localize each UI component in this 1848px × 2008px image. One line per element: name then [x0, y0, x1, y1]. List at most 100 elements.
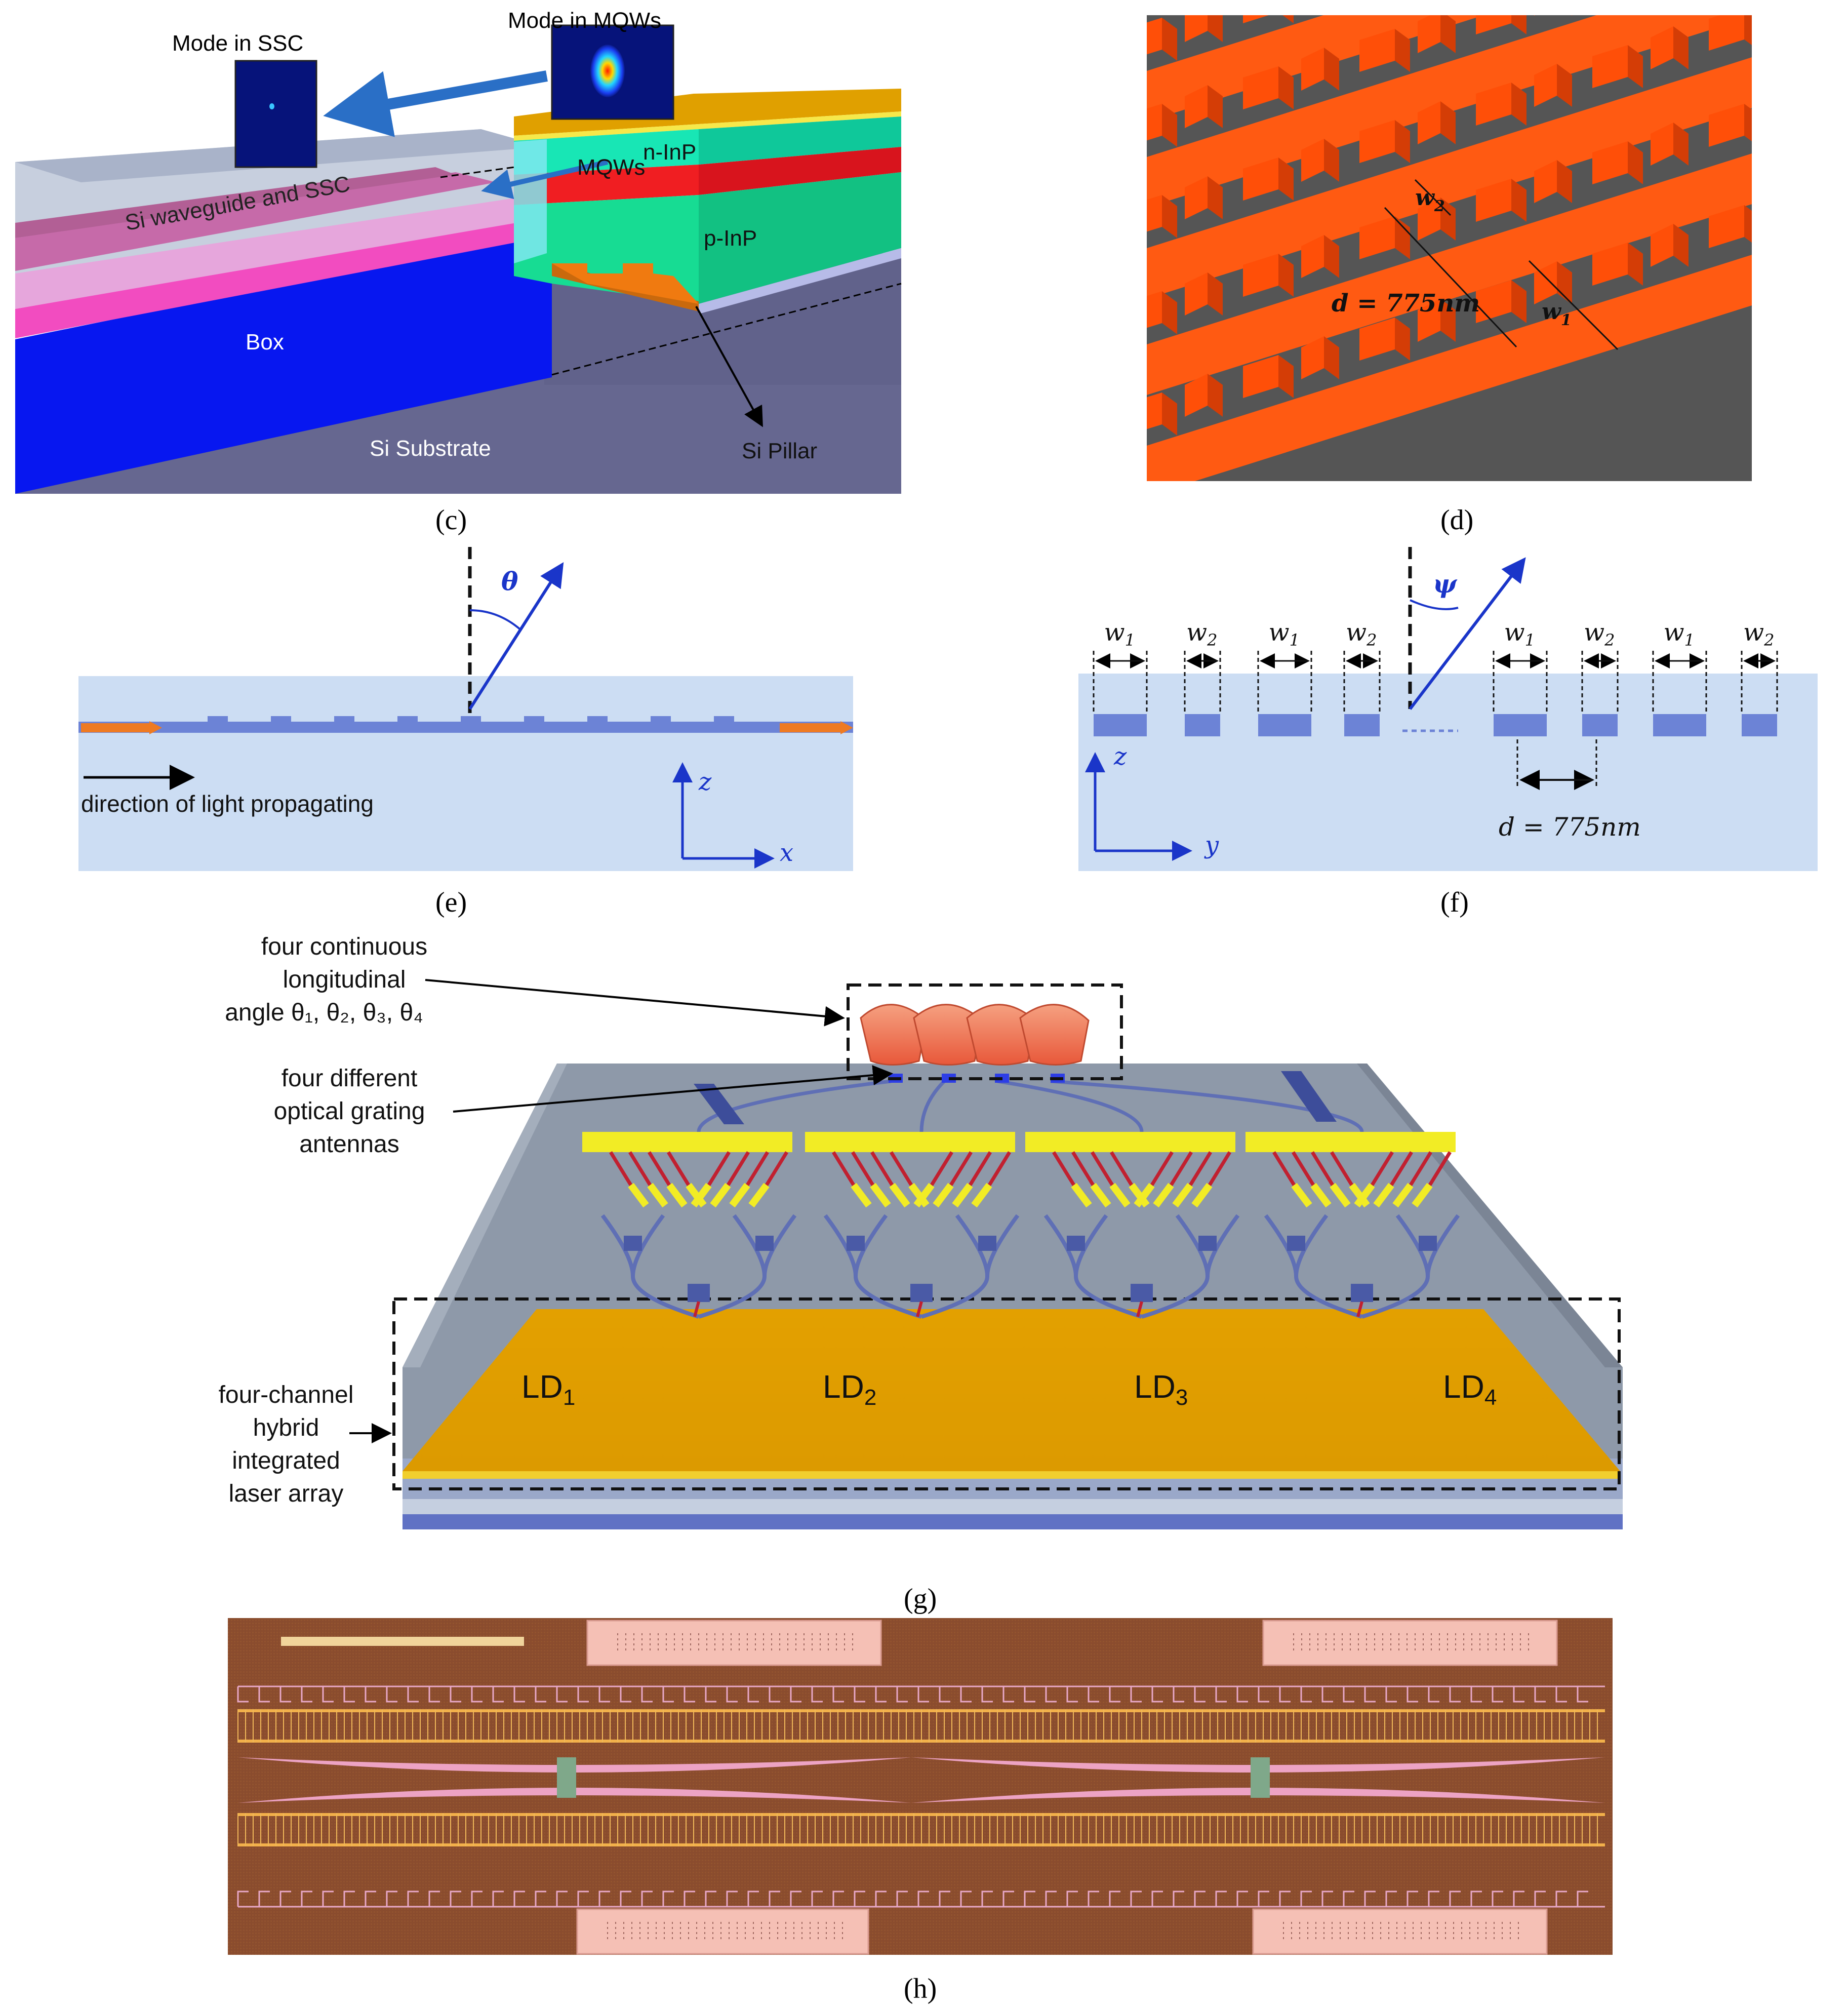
routing-tree — [598, 1686, 610, 1703]
splitter-node — [847, 1236, 865, 1251]
routing-tree — [684, 1686, 695, 1703]
routing-tree — [1258, 1686, 1269, 1703]
ld1-label: LD1 — [521, 1368, 575, 1410]
phase-shifter-yellow — [1153, 1183, 1174, 1208]
grating-tooth — [1243, 158, 1278, 201]
routing-tree — [556, 1891, 568, 1907]
phase-shifter-yellow — [1109, 1183, 1131, 1208]
phase-shifter-red — [628, 1151, 652, 1186]
routing-tree — [1045, 1891, 1057, 1907]
routing-tree — [407, 1686, 419, 1703]
psi-label: ψ — [1433, 569, 1458, 599]
routing-tree — [1385, 1891, 1397, 1907]
phase-shifter-yellow — [729, 1183, 750, 1208]
routing-tree — [854, 1891, 865, 1907]
grating-tooth-side — [1324, 336, 1339, 379]
axis-z-e: z — [698, 768, 712, 796]
phase-shifter-red — [667, 1151, 690, 1186]
phase-shifter-red — [1208, 1151, 1231, 1186]
routing-tree — [811, 1686, 823, 1703]
axis-x-e: x — [780, 839, 793, 867]
routing-tree — [1109, 1686, 1120, 1703]
routing-tree — [1428, 1891, 1439, 1907]
grating-tooth-e — [271, 716, 291, 722]
grating-tooth-side — [1324, 48, 1339, 91]
grating-tooth-side — [1557, 160, 1572, 203]
waveguide-block-f — [1185, 714, 1220, 736]
grating-tooth — [1185, 176, 1208, 219]
grating-tooth-side — [1278, 158, 1294, 201]
grating-tooth — [1359, 318, 1395, 361]
grating-tooth — [1709, 104, 1744, 147]
routing-tree — [1321, 1891, 1333, 1907]
phase-shifter-red — [1390, 1151, 1413, 1186]
phase-shifter-red — [930, 1151, 953, 1186]
phase-shifter-yellow — [666, 1183, 688, 1208]
routing-tree — [1258, 1891, 1269, 1907]
waveguide-block-f — [1653, 714, 1706, 736]
routing-tree — [1236, 1891, 1248, 1907]
phase-shifter-red — [851, 1151, 874, 1186]
routing-tree — [769, 1891, 780, 1907]
routing-tree — [1343, 1686, 1354, 1703]
routing-tree — [1449, 1686, 1461, 1703]
phase-shifter-yellow — [851, 1183, 872, 1208]
laser-callout-line4: laser array — [229, 1480, 344, 1507]
phase-shifter-yellow — [691, 1183, 712, 1208]
p-inp-label: p-InP — [704, 226, 757, 251]
routing-tree — [1194, 1686, 1206, 1703]
grating-tooth — [1243, 66, 1278, 109]
routing-tree — [237, 1891, 249, 1907]
splitter-node — [1419, 1236, 1437, 1251]
routing-tree — [854, 1686, 865, 1703]
routing-tree — [513, 1891, 525, 1907]
grating-tooth — [1301, 235, 1324, 278]
splitter-node — [1198, 1236, 1217, 1251]
laser-callout-line2: hybrid — [253, 1414, 319, 1441]
grating-tooth — [1709, 15, 1744, 51]
emission-ray-e — [468, 562, 564, 710]
grating-callout-line1: four different — [282, 1065, 418, 1092]
mode-ssc-window — [234, 60, 317, 168]
grating-tooth-e — [714, 716, 734, 722]
routing-tree — [641, 1891, 653, 1907]
phase-shifter-yellow — [1330, 1183, 1351, 1208]
splitter-node — [978, 1236, 996, 1251]
laser-array — [403, 1309, 1620, 1471]
panel-d: w2 d = 775nm w1 (d) — [1147, 0, 1805, 536]
routing-tree — [832, 1686, 844, 1703]
routing-tree — [513, 1686, 525, 1703]
grating-tooth — [1359, 29, 1395, 72]
grating-tooth-side — [1208, 374, 1223, 417]
routing-tree — [1173, 1686, 1184, 1703]
phase-shifter-red — [1330, 1151, 1353, 1186]
routing-tree — [556, 1686, 568, 1703]
routing-tree — [428, 1891, 440, 1907]
width-label-f: w1 — [1664, 618, 1695, 650]
grating-tooth — [1767, 0, 1790, 32]
routing-tree — [577, 1686, 589, 1703]
routing-tree — [832, 1891, 844, 1907]
routing-tree — [790, 1891, 801, 1907]
routing-tree — [1109, 1891, 1120, 1907]
grating-tooth-side — [1790, 85, 1805, 128]
routing-tree — [1492, 1686, 1503, 1703]
d-label: d = 775nm — [1332, 289, 1480, 318]
routing-tree — [471, 1686, 483, 1703]
routing-tree — [1343, 1891, 1354, 1907]
width-label-f: w2 — [1346, 618, 1377, 650]
phase-shifter-yellow — [1291, 1183, 1312, 1208]
grating-tooth-side — [1208, 85, 1223, 128]
routing-tree — [811, 1891, 823, 1907]
phase-shifter-red — [765, 1151, 788, 1186]
grating-tooth-side — [1440, 15, 1456, 53]
routing-tree — [492, 1686, 504, 1703]
box-label: Box — [246, 330, 284, 355]
routing-tree — [1364, 1891, 1376, 1907]
grating-tooth — [1476, 15, 1511, 34]
grating-tooth-side — [1673, 26, 1689, 69]
phase-shifter-yellow — [889, 1183, 910, 1208]
routing-tree — [705, 1891, 716, 1907]
electrode-bar — [805, 1132, 1015, 1152]
